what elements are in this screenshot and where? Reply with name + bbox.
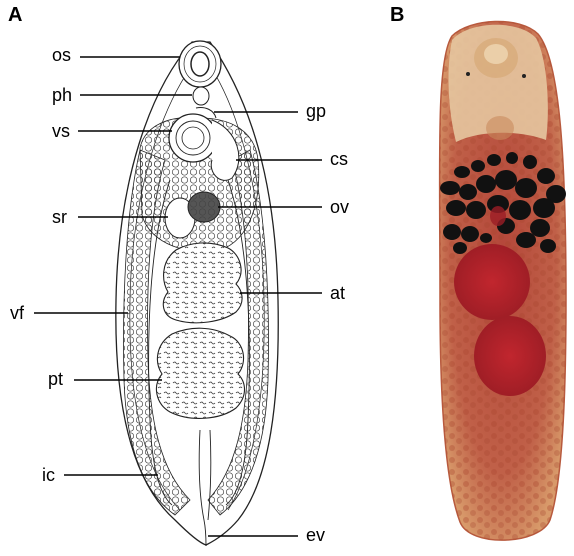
photo-eyespot-left	[466, 72, 470, 76]
pharynx	[193, 87, 209, 105]
photo-posterior-testis	[474, 316, 546, 396]
photo-anterior-testis	[454, 244, 530, 320]
photo-eyespot-right	[522, 74, 526, 78]
stained-specimen-photo	[440, 21, 566, 540]
excretory-vesicle	[199, 430, 206, 546]
